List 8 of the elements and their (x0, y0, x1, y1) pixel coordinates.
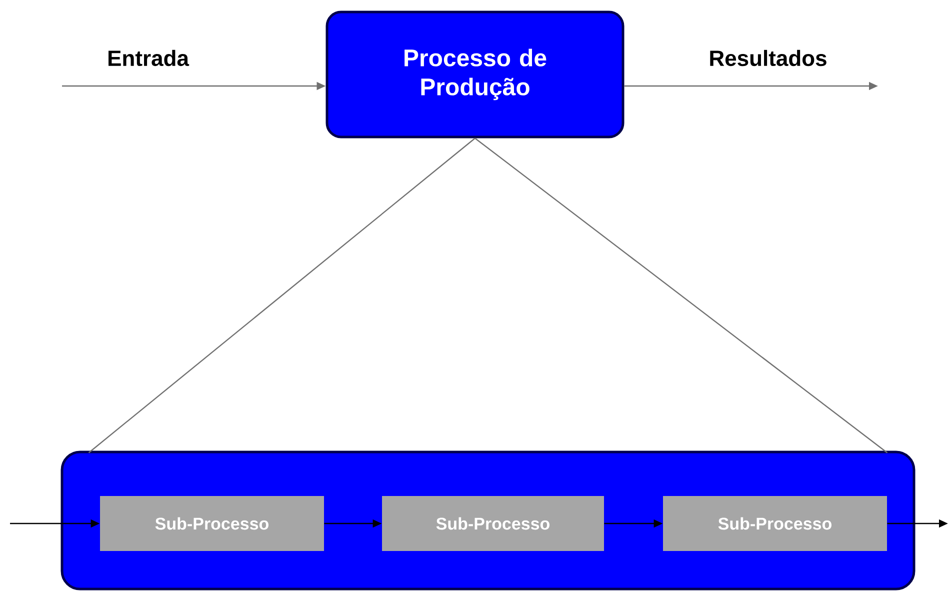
connector-line (88, 138, 476, 454)
subprocess-box: Sub-Processo (663, 496, 887, 551)
edge-label: Resultados (710, 50, 826, 66)
process-box: Processo de Produção (326, 10, 624, 138)
subprocess-box: Sub-Processo (100, 496, 324, 551)
edge-label: Entrada (108, 50, 190, 66)
connector-line (474, 138, 888, 454)
subprocess-box: Sub-Processo (382, 496, 604, 551)
